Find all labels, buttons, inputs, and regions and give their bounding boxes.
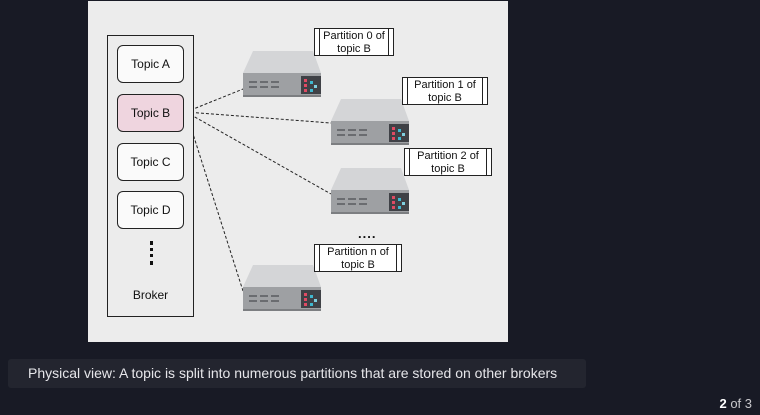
connections-and-servers: [185, 51, 409, 311]
slide-caption: Physical view: A topic is split into num…: [8, 359, 586, 388]
server-icon: [243, 265, 321, 311]
slide-pager: 2 of 3: [719, 396, 752, 411]
current-slide-number: 2: [719, 396, 727, 411]
topic-b-box: Topic B: [117, 94, 184, 132]
topic-d-box: Topic D: [117, 191, 184, 229]
connector-partition-n: [185, 111, 244, 292]
server-icon: [243, 51, 321, 97]
server-icon: [331, 99, 409, 145]
connector-partition-0: [185, 88, 244, 113]
more-topics-dots: [150, 241, 156, 265]
server-icon: [331, 168, 409, 214]
connector-partition-2: [185, 111, 332, 195]
broker-box: Topic A Topic B Topic C Topic D Broker: [107, 35, 194, 317]
connector-partition-1: [185, 111, 332, 124]
topic-a-box: Topic A: [117, 45, 184, 83]
topic-c-box: Topic C: [117, 143, 184, 181]
broker-label: Broker: [132, 288, 169, 302]
more-partitions-ellipsis: ....: [358, 226, 377, 241]
slide-total: of 3: [730, 396, 752, 411]
diagram-canvas: Topic A Topic B Topic C Topic D Broker P…: [88, 1, 508, 342]
